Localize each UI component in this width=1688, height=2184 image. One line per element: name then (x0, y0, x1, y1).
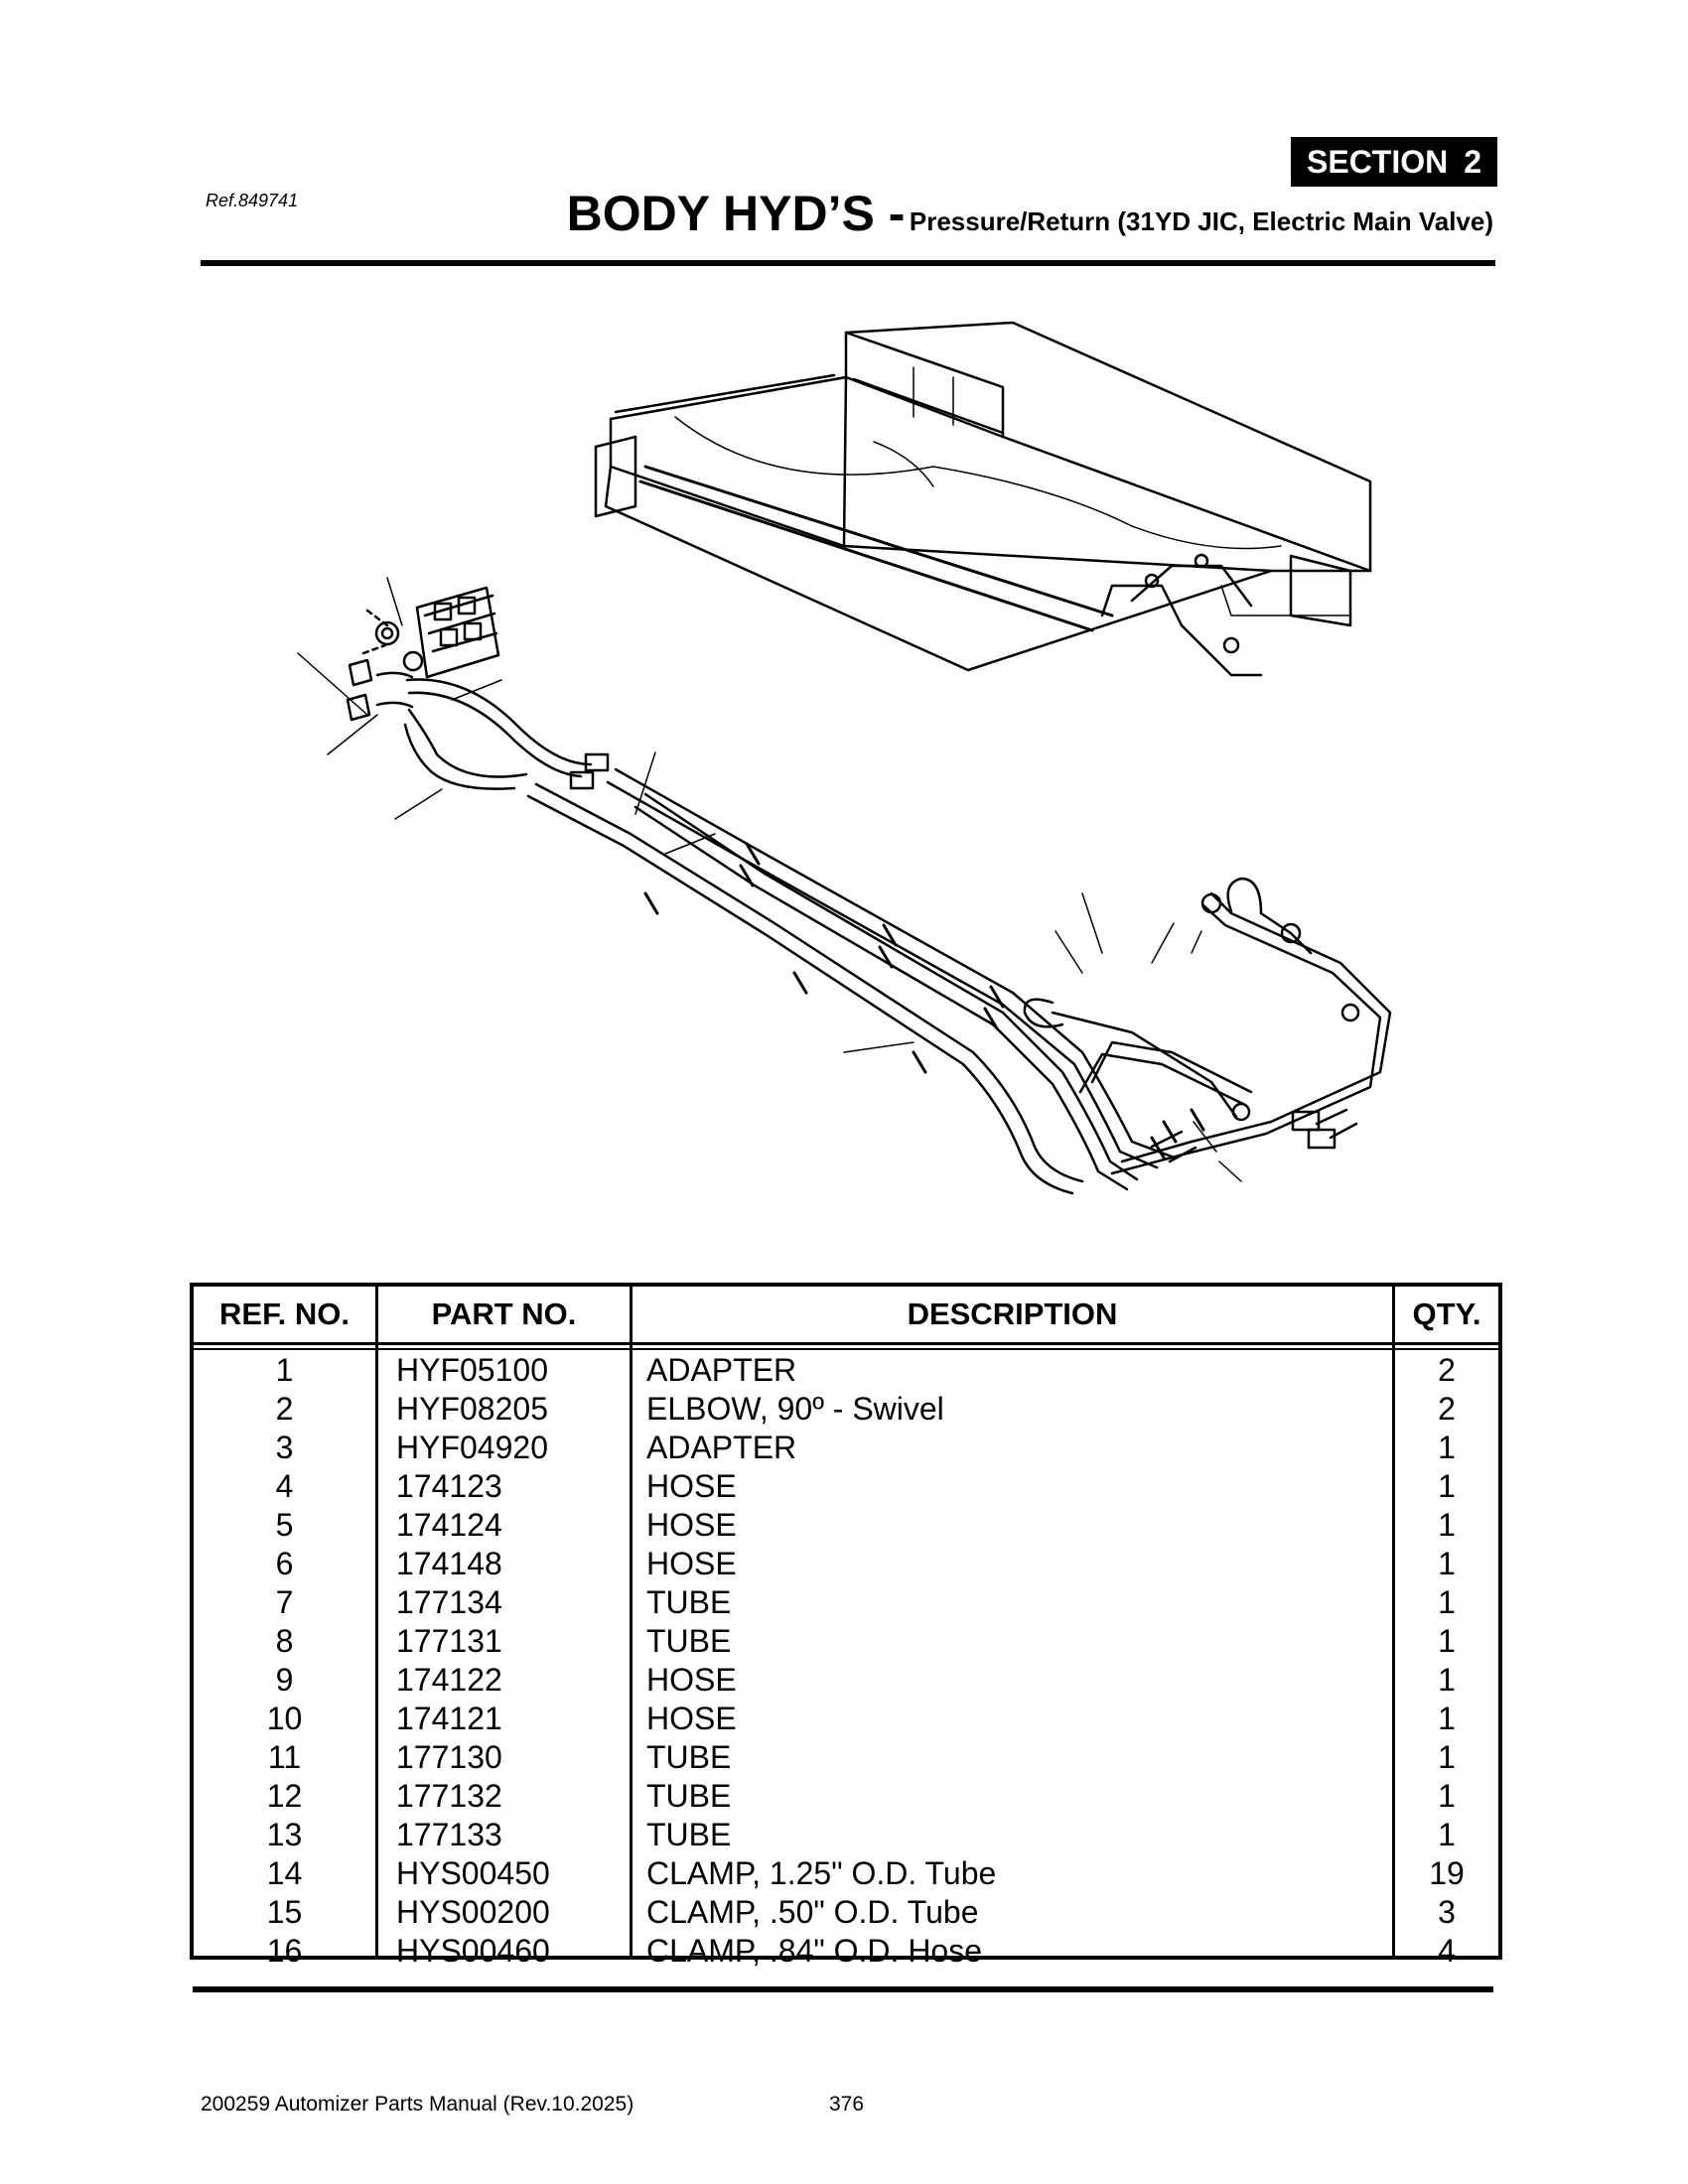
part-cell: 177131 (396, 1623, 502, 1659)
parts-table: REF. NO. PART NO. DESCRIPTION QTY. 1 2 3… (190, 1283, 1502, 1969)
qty-cell: 2 (1438, 1391, 1456, 1427)
rear-tube-loop (1023, 877, 1392, 1175)
ref-cell: 7 (275, 1584, 294, 1620)
qty-cell: 1 (1438, 1584, 1456, 1620)
header-ref-no: REF. NO. (194, 1287, 378, 1342)
ref-cell: 9 (275, 1662, 294, 1698)
truck-body-frame (594, 321, 1372, 672)
description-cell: HOSE (646, 1662, 737, 1698)
ref-cell: 14 (266, 1855, 303, 1891)
main-tube-run (526, 767, 1174, 1195)
table-header: REF. NO. PART NO. DESCRIPTION QTY. (194, 1287, 1498, 1350)
description-cell: CLAMP, .84" O.D. Hose (646, 1933, 983, 1969)
section-badge: SECTION 2 (1291, 137, 1497, 187)
ref-cell: 2 (275, 1391, 294, 1427)
section-label: SECTION (1307, 143, 1449, 180)
qty-cell: 1 (1438, 1507, 1456, 1543)
qty-cell: 19 (1429, 1855, 1465, 1891)
qty-cell: 1 (1438, 1430, 1456, 1465)
ref-cell: 1 (275, 1352, 294, 1388)
description-cell: ELBOW, 90º - Swivel (646, 1391, 944, 1427)
qty-cell: 4 (1438, 1933, 1456, 1969)
part-cell: 174123 (396, 1468, 502, 1504)
ref-cell: 4 (275, 1468, 294, 1504)
header-part-no: PART NO. (378, 1287, 633, 1342)
description-cell: HOSE (646, 1701, 737, 1736)
description-cell: ADAPTER (646, 1430, 797, 1465)
ref-cell: 11 (267, 1739, 302, 1775)
qty-cell: 1 (1438, 1739, 1456, 1775)
qty-cell: 1 (1438, 1778, 1456, 1814)
description-cell: HOSE (646, 1468, 737, 1504)
bottom-rule (193, 1986, 1493, 1992)
part-cell: 174121 (396, 1701, 502, 1736)
description-cell: CLAMP, 1.25" O.D. Tube (646, 1855, 997, 1891)
ref-cell: 3 (275, 1430, 294, 1465)
page-title-sub: Pressure/Return (31YD JIC, Electric Main… (909, 206, 1493, 236)
qty-cell: 1 (1438, 1546, 1456, 1581)
ref-cell: 6 (275, 1546, 294, 1581)
ref-cell: 16 (266, 1933, 303, 1969)
part-cell: HYF08205 (396, 1391, 548, 1427)
page-title: BODY HYD’S - Pressure/Return (31YD JIC, … (567, 185, 1493, 242)
top-rule (201, 260, 1495, 266)
tube-clamps (643, 842, 1205, 1160)
rear-plumbing-in-frame (1100, 553, 1263, 677)
qty-cell: 1 (1438, 1817, 1456, 1852)
exploded-parts-diagram (297, 321, 1392, 1195)
part-cell: HYS00460 (396, 1933, 550, 1969)
footer-document-title: 200259 Automizer Parts Manual (Rev.10.20… (201, 2093, 634, 2116)
header-description: DESCRIPTION (633, 1287, 1395, 1342)
qty-cell: 1 (1438, 1701, 1456, 1736)
part-cell: 174122 (396, 1662, 502, 1698)
description-cell: HOSE (646, 1507, 737, 1543)
qty-cell: 2 (1438, 1352, 1456, 1388)
description-cell: HOSE (646, 1546, 737, 1581)
description-cell: CLAMP, .50" O.D. Tube (646, 1894, 979, 1930)
section-number: 2 (1464, 143, 1481, 180)
description-cell: ADAPTER (646, 1352, 797, 1388)
ref-cell: 10 (266, 1701, 303, 1736)
part-cell: 174148 (396, 1546, 502, 1581)
ref-cell: 5 (275, 1507, 294, 1543)
page-title-main: BODY HYD’S - (566, 186, 906, 241)
qty-cell: 1 (1438, 1623, 1456, 1659)
part-cell: HYS00200 (396, 1894, 550, 1930)
description-cell: TUBE (646, 1623, 732, 1659)
description-cell: TUBE (646, 1778, 732, 1814)
ref-cell: 12 (266, 1778, 303, 1814)
footer-page-number: 376 (829, 2093, 865, 2116)
ref-cell: 13 (266, 1817, 303, 1852)
ref-cell: 8 (275, 1623, 294, 1659)
qty-column: 2 2 1 1 1 1 1 1 1 1 1 1 1 19 3 4 (1395, 1345, 1498, 1969)
reference-number: Ref.849741 (206, 191, 299, 210)
description-cell: TUBE (646, 1584, 732, 1620)
ref-cell: 15 (266, 1894, 303, 1930)
part-cell: HYF05100 (396, 1352, 548, 1388)
part-cell: HYS00450 (396, 1855, 550, 1891)
hose-assembly (346, 658, 610, 790)
table-body: 1 2 3 4 5 6 7 8 9 10 11 12 13 14 15 16 H… (194, 1345, 1498, 1969)
part-cell: HYF04920 (396, 1430, 548, 1465)
description-cell: TUBE (646, 1739, 732, 1775)
part-cell: 177134 (396, 1584, 502, 1620)
description-column: ADAPTER ELBOW, 90º - Swivel ADAPTER HOSE… (633, 1345, 1395, 1969)
description-cell: TUBE (646, 1817, 732, 1852)
part-cell: 174124 (396, 1507, 502, 1543)
control-valve (361, 586, 500, 679)
callout-leaders (297, 577, 1242, 1182)
part-cell: 177133 (396, 1817, 502, 1852)
part-cell: 177130 (396, 1739, 502, 1775)
part-column: HYF05100 HYF08205 HYF04920 174123 174124… (378, 1345, 633, 1969)
qty-cell: 3 (1438, 1894, 1456, 1930)
qty-cell: 1 (1438, 1468, 1456, 1504)
qty-cell: 1 (1438, 1662, 1456, 1698)
ref-column: 1 2 3 4 5 6 7 8 9 10 11 12 13 14 15 16 (194, 1345, 378, 1969)
header-qty: QTY. (1412, 1297, 1481, 1331)
part-cell: 177132 (396, 1778, 502, 1814)
